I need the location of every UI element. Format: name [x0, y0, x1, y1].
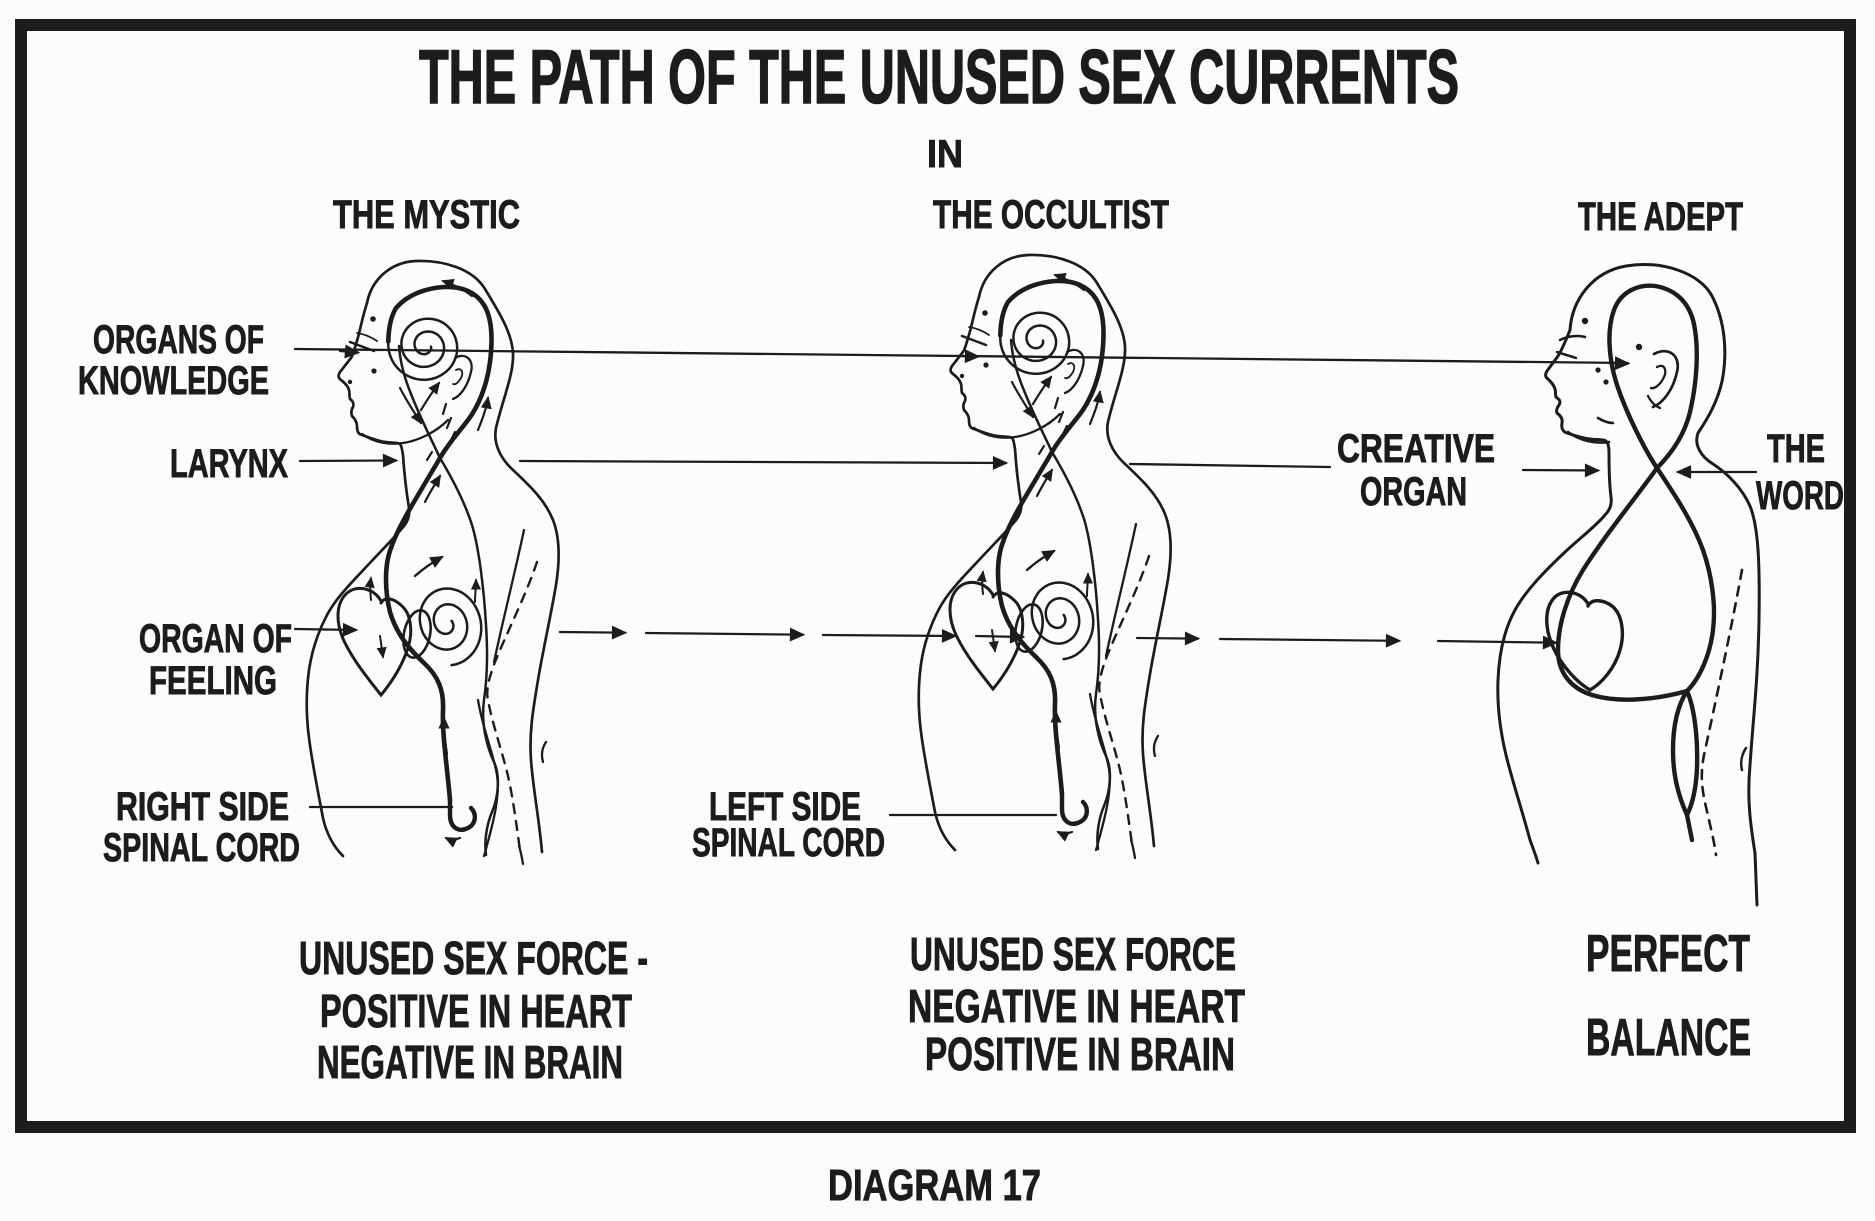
svg-text:ORGAN OF: ORGAN OF: [139, 617, 292, 661]
svg-text:DIAGRAM 17: DIAGRAM 17: [828, 1161, 1041, 1210]
svg-text:SPINAL CORD: SPINAL CORD: [103, 826, 300, 870]
svg-text:BALANCE: BALANCE: [1586, 1009, 1751, 1067]
svg-text:LARYNX: LARYNX: [170, 442, 288, 486]
svg-text:ORGAN: ORGAN: [1360, 470, 1467, 514]
svg-text:PERFECT: PERFECT: [1586, 925, 1750, 983]
svg-text:UNUSED SEX FORCE: UNUSED SEX FORCE: [910, 928, 1236, 980]
svg-text:NEGATIVE IN HEART: NEGATIVE IN HEART: [908, 980, 1245, 1032]
svg-text:THE OCCULTIST: THE OCCULTIST: [933, 193, 1169, 237]
svg-text:THE: THE: [1767, 427, 1825, 471]
svg-text:SPINAL CORD: SPINAL CORD: [692, 821, 885, 865]
svg-text:THE ADEPT: THE ADEPT: [1578, 195, 1743, 239]
svg-text:THE MYSTIC: THE MYSTIC: [333, 193, 520, 237]
svg-text:KNOWLEDGE: KNOWLEDGE: [78, 359, 269, 403]
svg-text:LEFT SIDE: LEFT SIDE: [709, 785, 861, 829]
svg-text:CREATIVE: CREATIVE: [1337, 427, 1495, 471]
svg-text:POSITIVE IN BRAIN: POSITIVE IN BRAIN: [925, 1028, 1235, 1080]
svg-text:UNUSED SEX FORCE -: UNUSED SEX FORCE -: [299, 932, 648, 984]
svg-text:WORD: WORD: [1756, 474, 1844, 518]
svg-text:RIGHT SIDE: RIGHT SIDE: [116, 785, 289, 829]
svg-text:THE PATH OF THE UNUSED SEX CUR: THE PATH OF THE UNUSED SEX CURRENTS: [419, 35, 1459, 120]
svg-text:ORGANS OF: ORGANS OF: [93, 318, 264, 362]
svg-text:POSITIVE IN HEART: POSITIVE IN HEART: [320, 985, 632, 1037]
svg-text:IN: IN: [927, 133, 963, 176]
svg-text:FEELING: FEELING: [149, 659, 277, 703]
svg-text:NEGATIVE IN BRAIN: NEGATIVE IN BRAIN: [317, 1036, 623, 1088]
